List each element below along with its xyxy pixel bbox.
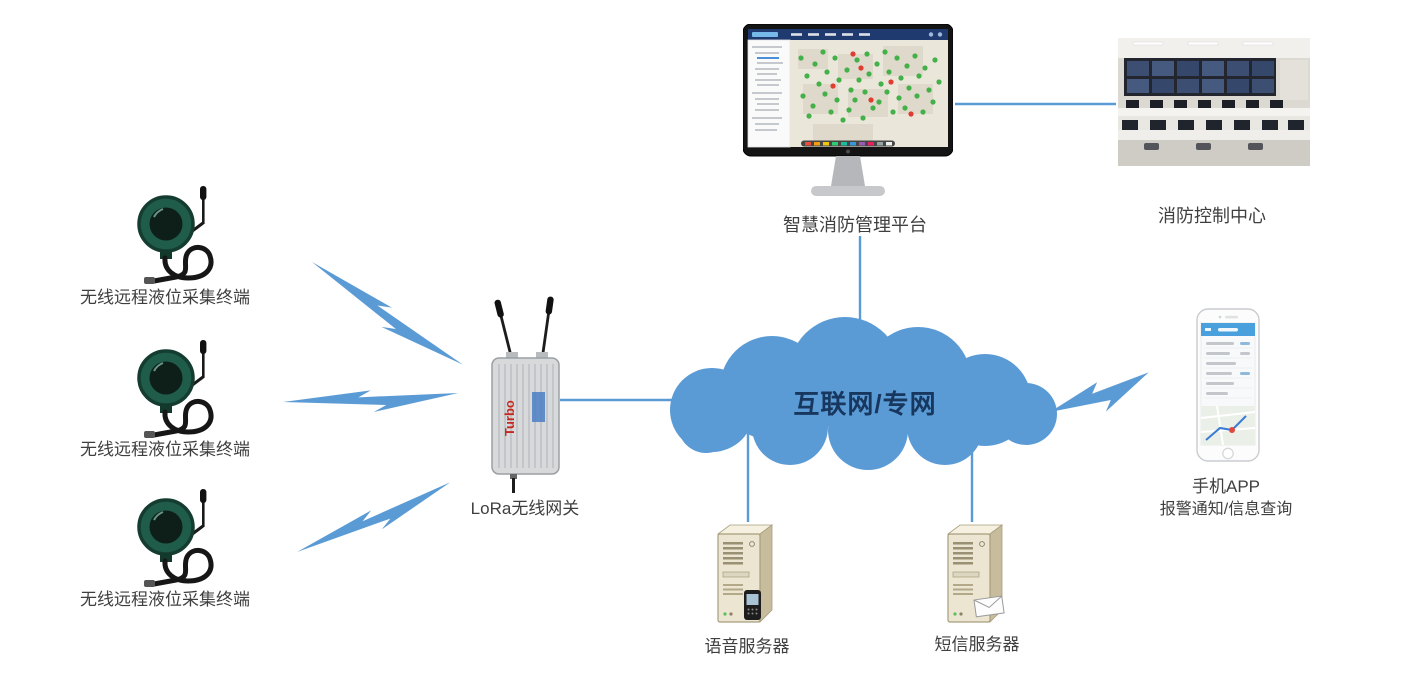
video-wall-screens	[1127, 61, 1274, 93]
wireless-bolt-sensor1-gateway	[306, 251, 464, 381]
wireless-bolt-sensor3-gateway	[292, 481, 458, 560]
sensor-node-1	[118, 182, 238, 287]
map-green-markers	[798, 49, 942, 123]
sensor-label-2: 无线远程液位采集终端	[80, 440, 250, 459]
voice-server-node	[712, 520, 784, 628]
sms-envelope-icon	[973, 595, 1005, 618]
lora-gateway-icon: Turbo	[491, 296, 560, 493]
sensor-cable	[151, 245, 214, 284]
sensor-display	[149, 207, 183, 241]
control-room-photo	[1118, 38, 1310, 166]
liquid-level-sensor-icon	[137, 340, 214, 438]
map-red-markers	[830, 51, 914, 117]
cable-connector	[144, 277, 155, 284]
drive-bay	[722, 571, 750, 578]
gateway-enclosure	[491, 357, 560, 475]
voice-handset-icon	[744, 590, 761, 620]
app-map-preview	[1200, 405, 1256, 446]
cloud-label: 互联网/专网	[793, 389, 937, 419]
sensor-label-3: 无线远程液位采集终端	[80, 590, 250, 609]
phone-label-line2: 报警通知/信息查询	[1159, 501, 1293, 518]
power-button	[749, 541, 755, 547]
control-center-label: 消防控制中心	[1158, 206, 1266, 226]
app-list-rows	[1206, 342, 1250, 395]
gateway-antenna-right	[540, 296, 554, 361]
gateway-label: LoRa无线网关	[470, 499, 580, 518]
sms-server-label: 短信服务器	[934, 635, 1020, 654]
smartphone-icon	[1196, 308, 1260, 462]
liquid-level-sensor-icon	[137, 186, 214, 284]
liquid-level-sensor-icon	[137, 489, 214, 587]
gateway-antenna-bottom	[512, 478, 515, 493]
sensor-node-2	[118, 336, 238, 441]
phone-node	[1196, 308, 1260, 462]
monitor-icon	[742, 23, 954, 196]
control-center-node	[1118, 38, 1310, 166]
gateway-antenna-left	[494, 299, 514, 361]
sensor-label-1: 无线远程液位采集终端	[80, 288, 250, 307]
gateway-blue-sticker	[532, 392, 545, 422]
wireless-bolt-sensor2-gateway	[282, 388, 459, 414]
lora-gateway-node: Turbo	[468, 296, 583, 496]
desk-row-front	[1118, 120, 1310, 140]
gateway-brand-text: Turbo	[502, 400, 517, 436]
server-tower-icon	[716, 524, 774, 623]
server-tower-icon	[946, 524, 1005, 623]
monitor-base	[811, 186, 885, 196]
desk-row-back	[1118, 100, 1310, 116]
phone-label-line1: 手机APP	[1191, 477, 1261, 496]
sms-server-node	[942, 520, 1014, 628]
sensor-node-3	[118, 485, 238, 590]
voice-server-label: 语音服务器	[704, 637, 790, 656]
platform-monitor-node	[742, 23, 954, 204]
platform-label: 智慧消防管理平台	[783, 215, 927, 235]
internet-cloud	[670, 317, 1057, 470]
power-button	[979, 541, 985, 547]
monitor-stand	[831, 156, 865, 186]
drive-bay	[952, 571, 980, 578]
wireless-bolt-cloud-phone	[1045, 370, 1156, 424]
home-button	[1222, 447, 1234, 460]
video-wall	[1124, 58, 1276, 96]
